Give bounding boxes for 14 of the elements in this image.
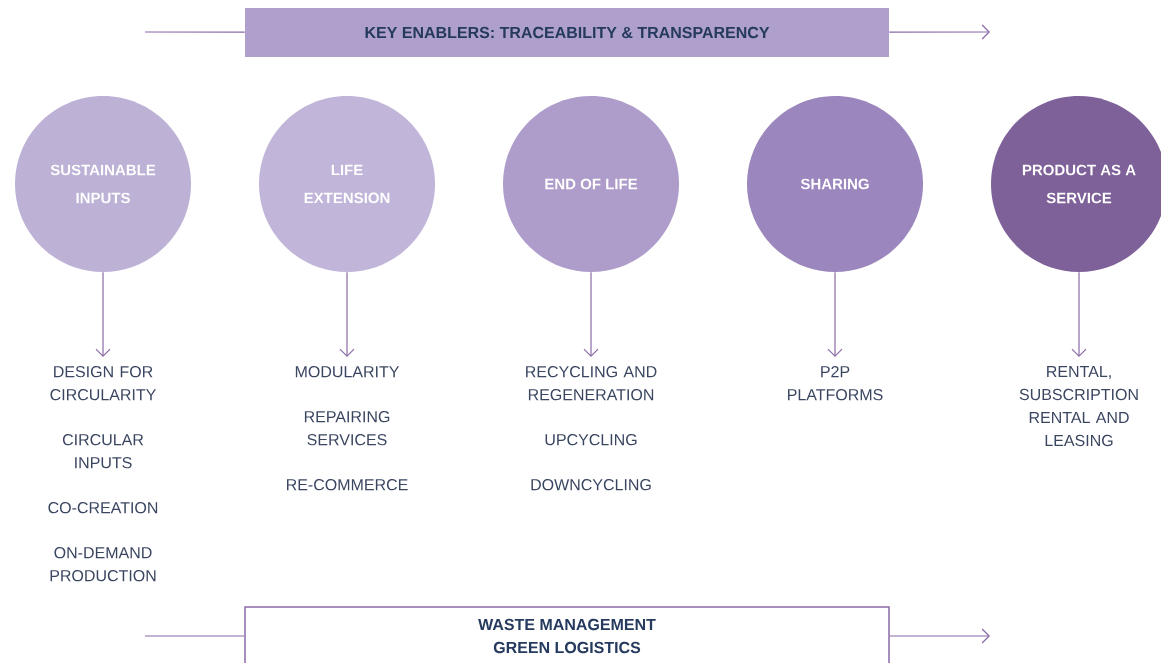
item-list: RECYCLING AND REGENERATION UPCYCLING DOWNCYCLING bbox=[526, 366, 657, 491]
arrow bbox=[1071, 271, 1087, 357]
arrow bbox=[339, 271, 355, 357]
item-list: MODULARITY REPAIRING SERVICES RE-COMMERCE bbox=[287, 366, 408, 491]
arrow bbox=[888, 24, 990, 40]
item-list: P2P PLATFORMS bbox=[788, 366, 883, 401]
item-list: DESIGN FOR CIRCULARITY CIRCULAR INPUTS CO-CREATION ON-DEMAND PRODUCTION bbox=[48, 366, 158, 582]
arrow bbox=[827, 271, 843, 357]
arrow bbox=[95, 271, 111, 357]
banner-bar: KEY ENABLERS: TRACEABILITY & TRANSPARENCY bbox=[245, 8, 889, 57]
item-list: RENTAL, SUBSCRIPTION RENTAL AND LEASING bbox=[1019, 366, 1138, 447]
outlined-box: WASTE MANAGEMENT GREEN LOGISTICS bbox=[244, 606, 890, 663]
arrow bbox=[889, 628, 990, 644]
arrow bbox=[583, 271, 599, 357]
